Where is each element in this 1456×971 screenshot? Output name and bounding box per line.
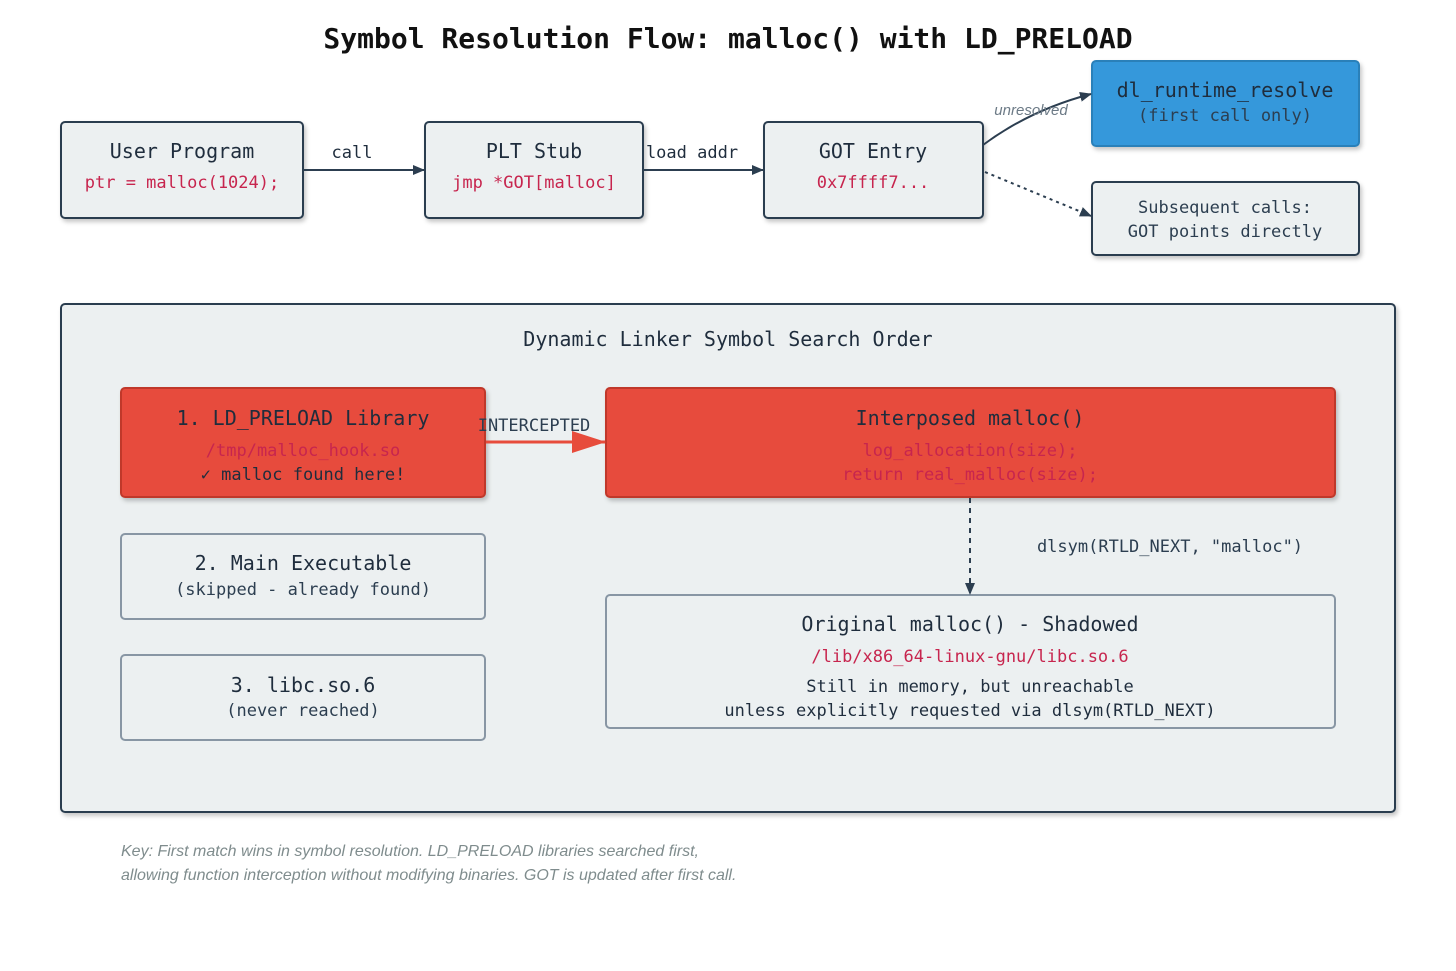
unresolved-arrow [982, 91, 1092, 146]
dl-runtime-resolve-subtitle: (first call only) [1138, 106, 1312, 126]
preload-library-node: 1. LD_PRELOAD Library /tmp/malloc_hook.s… [120, 387, 486, 498]
got-entry-node: GOT Entry 0x7ffff7... [763, 121, 984, 219]
libc-node: 3. libc.so.6 (never reached) [120, 654, 486, 741]
main-executable-note: (skipped - already found) [175, 580, 431, 600]
interposed-malloc-title: Interposed malloc() [856, 406, 1085, 430]
plt-stub-code: jmp *GOT[malloc] [452, 173, 616, 193]
dl-runtime-resolve-title: dl_runtime_resolve [1117, 78, 1334, 102]
subsequent-arrow [984, 171, 1092, 217]
unresolved-label: unresolved [994, 102, 1068, 119]
key-line1: Key: First match wins in symbol resoluti… [121, 843, 699, 860]
subsequent-calls-line1: Subsequent calls: [1138, 198, 1312, 218]
preload-library-path: /tmp/malloc_hook.so [206, 441, 400, 461]
original-malloc-title: Original malloc() - Shadowed [801, 612, 1138, 636]
user-program-title: User Program [110, 139, 255, 163]
main-executable-node: 2. Main Executable (skipped - already fo… [120, 533, 486, 620]
load-addr-label: load addr [646, 143, 738, 163]
dlsym-label: dlsym(RTLD_NEXT, "malloc") [1037, 537, 1303, 557]
search-order-title: Dynamic Linker Symbol Search Order [523, 327, 932, 351]
intercepted-label: INTERCEPTED [478, 416, 591, 436]
original-malloc-node: Original malloc() - Shadowed /lib/x86_64… [605, 594, 1336, 729]
subsequent-calls-node: Subsequent calls: GOT points directly [1091, 181, 1360, 256]
main-executable-title: 2. Main Executable [195, 551, 412, 575]
key-line2: allowing function interception without m… [121, 867, 736, 884]
call-label: call [332, 143, 373, 163]
diagram-title: Symbol Resolution Flow: malloc() with LD… [323, 22, 1132, 55]
interposed-malloc-line2: return real_malloc(size); [842, 465, 1098, 485]
got-entry-code: 0x7ffff7... [817, 173, 930, 193]
original-malloc-path: /lib/x86_64-linux-gnu/libc.so.6 [811, 647, 1128, 667]
preload-library-title: 1. LD_PRELOAD Library [177, 406, 430, 430]
interposed-malloc-node: Interposed malloc() log_allocation(size)… [605, 387, 1336, 498]
original-malloc-line2: unless explicitly requested via dlsym(RT… [724, 701, 1215, 721]
original-malloc-line1: Still in memory, but unreachable [806, 677, 1134, 697]
user-program-node: User Program ptr = malloc(1024); [60, 121, 304, 219]
libc-note: (never reached) [226, 701, 380, 721]
preload-library-found: ✓ malloc found here! [201, 465, 406, 485]
user-program-code: ptr = malloc(1024); [85, 173, 279, 193]
interposed-malloc-line1: log_allocation(size); [863, 441, 1078, 461]
libc-title: 3. libc.so.6 [231, 673, 376, 697]
subsequent-calls-line2: GOT points directly [1128, 222, 1322, 242]
dl-runtime-resolve-node: dl_runtime_resolve (first call only) [1091, 60, 1360, 147]
got-entry-title: GOT Entry [819, 139, 927, 163]
plt-stub-title: PLT Stub [486, 139, 582, 163]
plt-stub-node: PLT Stub jmp *GOT[malloc] [424, 121, 644, 219]
